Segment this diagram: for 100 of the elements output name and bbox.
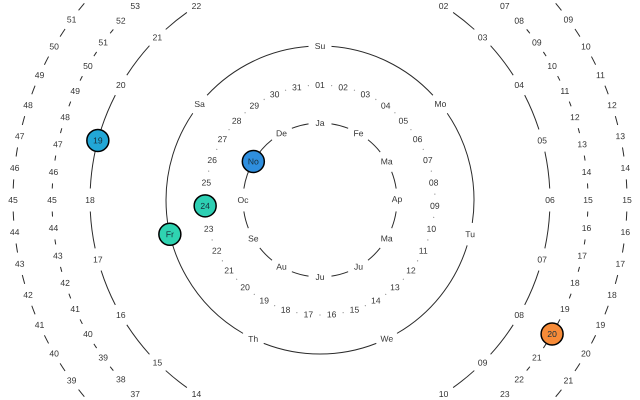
hour-number: 18 [86, 196, 94, 204]
second-number: 11 [596, 72, 604, 78]
minute-number: 09 [532, 39, 542, 46]
day-number: 31 [292, 84, 302, 90]
day-number: 11 [419, 248, 428, 254]
day-number: 14 [372, 298, 380, 304]
day-number: 03 [360, 91, 370, 98]
month-label: Ju [354, 264, 362, 270]
minute-number: 16 [582, 224, 591, 232]
second-number: 10 [582, 43, 590, 50]
day-number: 23 [204, 226, 214, 232]
minute-number: 38 [116, 376, 126, 382]
minute-number: 15 [584, 197, 592, 203]
day-number: 07 [423, 157, 432, 164]
minute-number: 44 [48, 225, 58, 231]
day-number: 28 [232, 118, 242, 124]
second-number: 47 [15, 133, 24, 140]
minute-number: 07 [500, 2, 510, 9]
minute-number: 40 [83, 330, 92, 338]
day-number: 19 [260, 298, 269, 304]
minute-number: 46 [48, 168, 58, 176]
month-label: De [276, 130, 287, 136]
second-number: 45 [8, 197, 18, 203]
second-number: 39 [67, 377, 76, 384]
second-number: 13 [616, 133, 625, 140]
day-number: 22 [212, 248, 222, 254]
hour-number: 16 [116, 312, 126, 318]
hour-number: 07 [538, 256, 546, 263]
minute-number: 12 [570, 114, 580, 120]
day-number: 13 [390, 284, 400, 290]
minute-number: 50 [83, 62, 92, 70]
second-number: 50 [50, 43, 59, 50]
minute-number: 45 [47, 197, 56, 203]
minute-number: 08 [514, 18, 524, 24]
second-number: 14 [621, 164, 630, 171]
month-label: Fe [354, 130, 364, 136]
day-number: 17 [304, 311, 313, 318]
hour-number: 21 [153, 34, 162, 40]
month-label: Ma [381, 236, 393, 242]
weekday-label: Mo [435, 101, 446, 107]
hour-number: 17 [94, 256, 102, 262]
second-number: 19 [596, 322, 605, 328]
minute-number: 13 [578, 141, 587, 148]
day-number: 21 [224, 267, 234, 274]
minute-number: 22 [514, 376, 524, 382]
day-number: 02 [338, 84, 348, 90]
day-number: 20 [240, 284, 250, 290]
minute-number: 17 [578, 252, 586, 259]
day-number: 18 [281, 306, 290, 313]
day-number: 16 [328, 311, 336, 318]
second-number: 21 [564, 377, 573, 384]
day-number: 29 [250, 102, 259, 109]
month-label: Ju [316, 274, 324, 280]
second-number: 20 [582, 350, 590, 357]
day-number: 12 [406, 267, 416, 274]
minute-number: 14 [582, 169, 592, 175]
weekday-label: We [380, 336, 393, 342]
minute-number: 51 [98, 39, 108, 46]
month-label: Ap [392, 196, 402, 204]
second-number: 40 [50, 350, 59, 357]
day-number: 30 [270, 91, 280, 98]
second-number: 12 [608, 102, 616, 108]
month-label: Ma [381, 158, 393, 164]
minute-number: 48 [60, 114, 70, 120]
weekday-label: Th [248, 336, 258, 342]
day-number: 27 [218, 136, 227, 142]
second-number: 41 [34, 322, 44, 328]
second-number: 49 [34, 72, 44, 78]
second-number: 44 [10, 229, 20, 236]
minute-number: 39 [98, 354, 108, 361]
minute-number: 19 [560, 306, 570, 312]
second-number: 09 [564, 16, 573, 23]
minute-number: 47 [53, 141, 62, 148]
day-number: 26 [208, 157, 217, 164]
day-number: 10 [427, 226, 436, 232]
second-number: 42 [23, 292, 32, 298]
minute-number: 53 [130, 2, 140, 9]
second-number: 51 [67, 16, 76, 23]
hour-number: 03 [478, 34, 488, 40]
hour-number: 08 [514, 312, 524, 318]
day-number: 08 [429, 180, 438, 186]
second-number: 16 [621, 229, 630, 236]
day-number: 05 [398, 118, 408, 124]
minute-number: 10 [548, 62, 557, 70]
weekday-label: Sa [194, 100, 205, 108]
minute-number: 23 [500, 391, 510, 398]
hour-number: 06 [546, 196, 554, 204]
day-number: 15 [350, 306, 359, 313]
weekday-label: Su [315, 42, 325, 50]
month-label: Au [276, 264, 286, 270]
weekday-label: Tu [465, 231, 474, 238]
month-label: Oc [238, 196, 248, 204]
day-number: 04 [381, 102, 390, 109]
minute-number: 42 [60, 280, 70, 286]
minute-number: 18 [570, 280, 580, 286]
month-label: Ja [316, 120, 325, 126]
month-label: Se [248, 235, 258, 242]
minute-number: 21 [532, 354, 542, 361]
hour-number: 04 [514, 82, 524, 88]
hour-number: 10 [439, 390, 448, 398]
